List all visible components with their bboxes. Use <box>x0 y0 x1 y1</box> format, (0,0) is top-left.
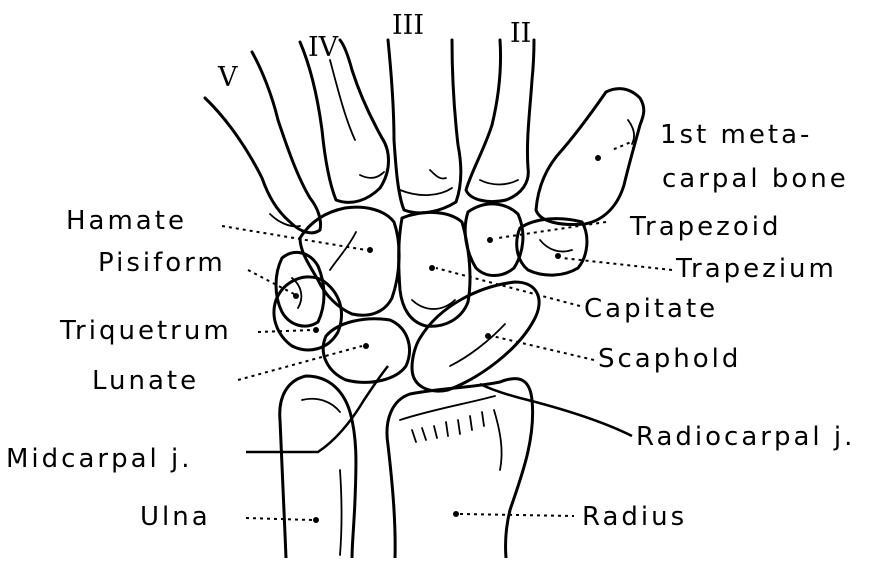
scaphoid-bone <box>412 282 539 391</box>
dot-capitate <box>429 265 435 271</box>
label-1st-metacarpal-line2: carpal bone <box>662 166 849 192</box>
label-radius: Radius <box>582 504 687 530</box>
metacarpal-iv <box>300 40 389 202</box>
label-capitate: Capitate <box>584 296 718 322</box>
label-1st-metacarpal-line1: 1st meta- <box>660 122 812 148</box>
label-pisiform: Pisiform <box>98 250 226 276</box>
numeral-v: V <box>218 64 238 91</box>
ulna-bone <box>280 376 356 558</box>
dot-hamate <box>367 247 373 253</box>
leader-scaphoid <box>492 336 594 360</box>
label-ulna: Ulna <box>140 504 211 530</box>
label-midcarpal-joint: Midcarpal j. <box>6 446 193 472</box>
dot-scaphoid <box>485 333 491 339</box>
leader-trapezoid <box>498 222 606 238</box>
trapezoid-bone <box>465 204 523 276</box>
label-hamate: Hamate <box>66 208 187 234</box>
leader-radius <box>460 514 574 516</box>
metacarpal-ii <box>466 40 534 202</box>
leader-ulna <box>246 518 312 520</box>
leader-radiocarpal <box>480 384 632 436</box>
dot-lunate <box>363 343 369 349</box>
numeral-iv: IV <box>308 34 338 61</box>
label-scaphoid: Scaphold <box>598 346 741 372</box>
leader-triquetrum <box>258 330 312 332</box>
dot-trapezoid <box>487 237 493 243</box>
leader-pisiform <box>248 270 294 294</box>
dot-trapezium <box>555 253 561 259</box>
leader-hamate <box>222 226 366 250</box>
lunate-bone <box>323 319 409 383</box>
numeral-ii: II <box>510 20 531 47</box>
label-radiocarpal-joint: Radiocarpal j. <box>636 424 855 450</box>
first-metacarpal <box>536 89 644 225</box>
dot-1st-metacarpal <box>595 155 601 161</box>
dot-triquetrum <box>313 327 319 333</box>
label-trapezium: Trapezium <box>676 256 837 282</box>
label-triquetrum: Triquetrum <box>60 318 232 344</box>
dot-radius <box>453 511 459 517</box>
metacarpal-iii <box>388 40 461 213</box>
label-trapezoid: Trapezoid <box>630 214 781 240</box>
leader-lunate <box>238 346 362 380</box>
label-lunate: Lunate <box>92 368 199 394</box>
radius-bone <box>387 379 533 558</box>
numeral-iii: III <box>392 12 424 39</box>
leader-midcarpal <box>246 366 388 452</box>
dot-ulna <box>313 517 319 523</box>
